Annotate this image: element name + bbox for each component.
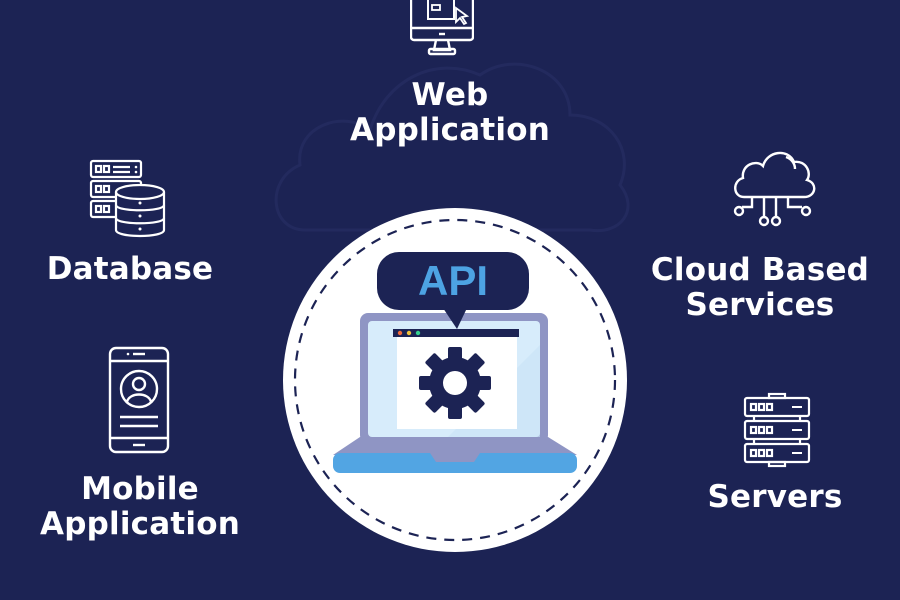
api-title: API	[418, 257, 488, 304]
label-line: Mobile	[81, 471, 199, 507]
smartphone-user-icon	[108, 346, 170, 454]
node-label-cloud-based-services: Cloud Based Services	[635, 253, 885, 323]
node-label-database: Database	[20, 252, 240, 287]
gear-icon	[419, 347, 491, 419]
laptop-gear-icon	[333, 313, 577, 473]
label-line: Web	[411, 77, 489, 113]
api-hub: API	[283, 208, 627, 552]
monitor-cursor-icon	[410, 0, 474, 56]
node-label-mobile-application: Mobile Application	[20, 472, 260, 542]
node-label-web-application: Web Application	[330, 78, 570, 148]
api-speech-bubble: API	[377, 252, 529, 329]
database-server-icon	[89, 159, 166, 238]
label-line: Application	[40, 506, 240, 542]
server-rack-icon	[743, 392, 811, 468]
label-line: Servers	[707, 479, 843, 515]
node-label-servers: Servers	[680, 480, 870, 515]
cloud-network-icon	[733, 151, 816, 227]
label-line: Cloud Based	[650, 252, 870, 288]
background-cloud-icon	[274, 62, 630, 233]
hub-dashed-ring	[293, 218, 617, 542]
label-line: Application	[350, 112, 550, 148]
label-line: Database	[46, 251, 214, 287]
label-line: Services	[685, 287, 835, 323]
